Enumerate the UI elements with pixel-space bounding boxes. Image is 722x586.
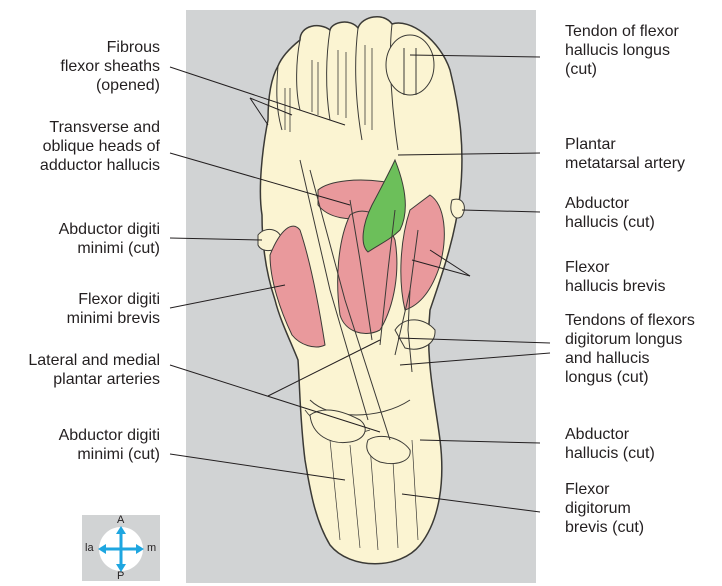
label-line: minimi (cut) bbox=[59, 445, 160, 464]
label-line: hallucis brevis bbox=[565, 277, 665, 296]
label-line: Fibrous bbox=[60, 38, 160, 57]
label-line: Flexor digiti bbox=[67, 290, 160, 309]
label-flexor-digitorum-brevis: Flexor digitorum brevis (cut) bbox=[565, 480, 644, 537]
label-line: plantar arteries bbox=[28, 370, 160, 389]
label-line: longus (cut) bbox=[565, 368, 695, 387]
label-line: brevis (cut) bbox=[565, 518, 644, 537]
label-line: flexor sheaths bbox=[60, 57, 160, 76]
label-adductor-hallucis: Transverse and oblique heads of adductor… bbox=[40, 118, 160, 175]
label-abductor-hallucis-upper: Abductor hallucis (cut) bbox=[565, 194, 655, 232]
label-line: hallucis (cut) bbox=[565, 213, 655, 232]
label-line: digitorum longus bbox=[565, 330, 695, 349]
label-line: Plantar bbox=[565, 135, 685, 154]
label-line: and hallucis bbox=[565, 349, 695, 368]
label-plantar-arteries: Lateral and medial plantar arteries bbox=[28, 351, 160, 389]
label-line: Tendons of flexors bbox=[565, 311, 695, 330]
label-line: Lateral and medial bbox=[28, 351, 160, 370]
label-line: Abductor bbox=[565, 425, 655, 444]
label-line: (cut) bbox=[565, 60, 679, 79]
label-line: Flexor bbox=[565, 480, 644, 499]
label-line: (opened) bbox=[60, 76, 160, 95]
label-abductor-hallucis-lower: Abductor hallucis (cut) bbox=[565, 425, 655, 463]
compass-posterior-label: P bbox=[117, 570, 124, 582]
compass-medial-label: m bbox=[147, 542, 156, 554]
label-line: minimi (cut) bbox=[59, 239, 160, 258]
label-line: digitorum bbox=[565, 499, 644, 518]
label-tendon-flexor-hallucis-longus: Tendon of flexor hallucis longus (cut) bbox=[565, 22, 679, 79]
label-line: hallucis (cut) bbox=[565, 444, 655, 463]
label-line: oblique heads of bbox=[40, 137, 160, 156]
label-tendons-flexors: Tendons of flexors digitorum longus and … bbox=[565, 311, 695, 387]
label-line: Tendon of flexor bbox=[565, 22, 679, 41]
label-line: Transverse and bbox=[40, 118, 160, 137]
label-line: Abductor digiti bbox=[59, 220, 160, 239]
label-flexor-hallucis-brevis: Flexor hallucis brevis bbox=[565, 258, 665, 296]
label-abductor-digiti-minimi-upper: Abductor digiti minimi (cut) bbox=[59, 220, 160, 258]
label-plantar-metatarsal-artery: Plantar metatarsal artery bbox=[565, 135, 685, 173]
label-line: minimi brevis bbox=[67, 309, 160, 328]
label-abductor-digiti-minimi-lower: Abductor digiti minimi (cut) bbox=[59, 426, 160, 464]
label-line: Flexor bbox=[565, 258, 665, 277]
label-line: metatarsal artery bbox=[565, 154, 685, 173]
label-line: Abductor digiti bbox=[59, 426, 160, 445]
label-fibrous-flexor-sheaths: Fibrous flexor sheaths (opened) bbox=[60, 38, 160, 95]
compass-anterior-label: A bbox=[117, 514, 124, 526]
label-flexor-digiti-minimi-brevis: Flexor digiti minimi brevis bbox=[67, 290, 160, 328]
label-line: Abductor bbox=[565, 194, 655, 213]
orientation-compass: A P la m bbox=[82, 515, 160, 581]
label-line: hallucis longus bbox=[565, 41, 679, 60]
compass-lateral-label: la bbox=[85, 542, 94, 554]
label-line: adductor hallucis bbox=[40, 156, 160, 175]
